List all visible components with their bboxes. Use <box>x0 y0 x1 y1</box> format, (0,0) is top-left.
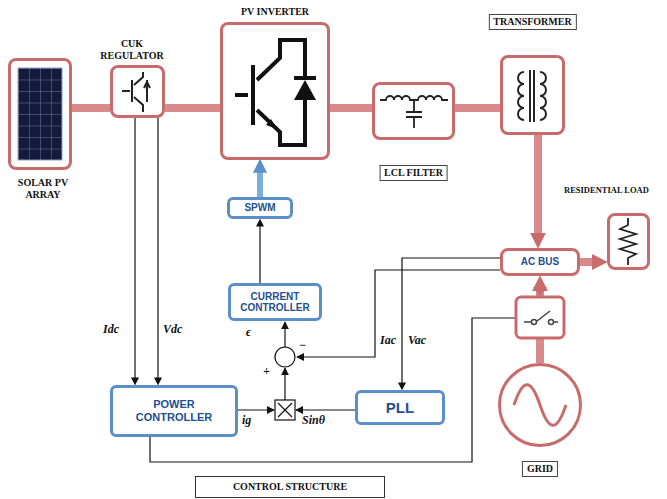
node-heading: PV INVERTER <box>241 6 309 18</box>
converter-box: CUK REGULATOR <box>110 65 165 118</box>
connector <box>580 258 595 266</box>
node-label: POWER CONTROLLER <box>126 398 222 423</box>
connector <box>259 225 260 283</box>
controller-box: POWER CONTROLLER <box>110 385 238 437</box>
arrow-head <box>533 287 547 296</box>
signal-name: Sinθ <box>302 413 325 428</box>
solar-panel <box>18 68 62 160</box>
connector <box>134 118 135 379</box>
signal-name: + <box>263 364 270 379</box>
filter-box: LCL FILTER <box>372 82 455 140</box>
controller-box: CURRENT CONTROLLER <box>228 283 322 321</box>
pv-array-box: SOLAR PV ARRAY <box>8 58 72 170</box>
signal-wire <box>297 270 500 357</box>
pll-box: PLL <box>355 390 445 425</box>
node-label: CURRENT CONTROLLER <box>234 291 316 314</box>
lcl-symbol <box>380 96 448 128</box>
signal-name: Vdc <box>163 322 182 337</box>
sine-symbol <box>514 385 566 426</box>
node-label: SPWM <box>244 202 275 214</box>
modulator-box: SPWM <box>227 197 293 219</box>
node-label: CONTROL STRUCTURE <box>233 481 347 493</box>
load-box: RESIDENTIAL LOAD <box>607 213 650 270</box>
signal-name: − <box>299 338 306 353</box>
emitter-arrow <box>266 119 277 129</box>
transformer-symbol <box>518 70 546 122</box>
connector <box>257 170 263 197</box>
signal-wire <box>238 409 274 410</box>
node-heading: SOLAR PV ARRAY <box>3 177 83 200</box>
summing-junction <box>275 347 295 367</box>
signal-name: Vac <box>408 333 426 348</box>
signal-wire <box>284 368 285 400</box>
switch-symbol <box>524 311 558 325</box>
connector <box>402 258 500 384</box>
multiplier-cross <box>278 403 292 417</box>
signal-name: Idc <box>103 322 119 337</box>
node-heading: CUK REGULATOR <box>93 38 171 61</box>
connector <box>534 135 542 236</box>
signal-name: ig <box>242 413 251 428</box>
connector <box>165 104 220 112</box>
section-title: CONTROL STRUCTURE <box>195 476 385 498</box>
connector <box>157 118 158 379</box>
signal-name: Iac <box>380 333 396 348</box>
multiplier-box <box>275 400 295 420</box>
signal-name: ϵ <box>246 325 251 340</box>
connector <box>72 104 110 112</box>
node-label: AC BUS <box>521 256 559 268</box>
node-heading: TRANSFORMER <box>488 14 576 30</box>
node-heading: RESIDENTIAL LOAD <box>564 186 649 196</box>
inverter-box: PV INVERTER <box>220 22 330 160</box>
node-label: PLL <box>386 399 414 416</box>
connector <box>330 104 372 112</box>
grid-source: GRID <box>498 363 582 447</box>
signal-wire <box>296 409 355 410</box>
node-heading: LCL FILTER <box>379 165 448 181</box>
connector <box>455 104 500 112</box>
igbt-symbol <box>235 40 316 145</box>
switch-symbol <box>122 72 150 112</box>
diode-symbol <box>294 80 316 100</box>
transformer-box: TRANSFORMER <box>500 55 565 135</box>
grid-switch <box>516 297 564 338</box>
signal-wire <box>284 322 285 347</box>
bus-box: AC BUS <box>500 248 580 276</box>
node-heading: GRID <box>522 461 558 477</box>
resistor-symbol <box>620 218 636 265</box>
